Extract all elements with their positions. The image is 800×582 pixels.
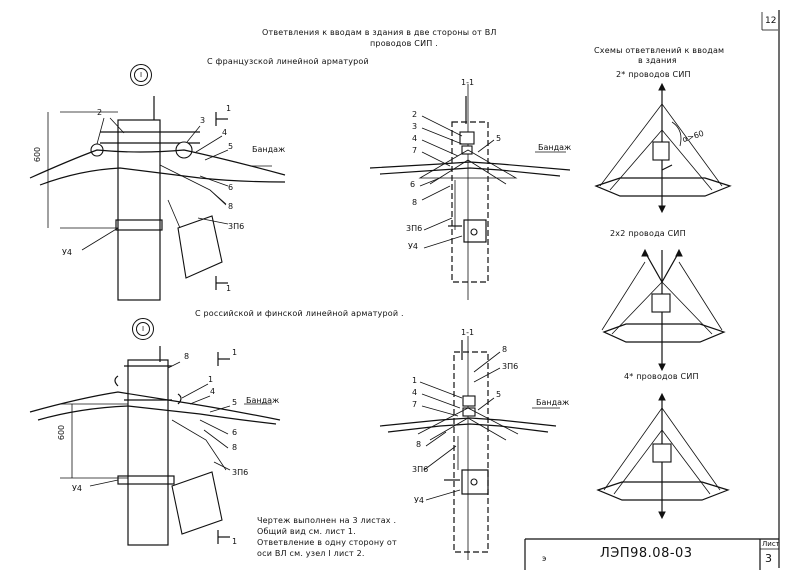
callout-bandage: Бандаж xyxy=(538,143,572,152)
callout-4: 4 xyxy=(412,388,418,397)
callout-8: 8 xyxy=(232,443,238,452)
callout-bandage: Бандаж xyxy=(246,396,280,405)
callout-2: 2 xyxy=(97,108,103,117)
schemes-title-line1: Схемы ответвлений к вводам xyxy=(594,46,725,55)
dimension-600: 600 xyxy=(33,146,43,163)
title-block-mark: э xyxy=(542,554,547,563)
node-marker-label: I xyxy=(134,68,148,82)
section-mark: 1-1 xyxy=(461,328,475,337)
dimension-600: 600 xyxy=(57,424,67,441)
callout-zp6: 3П6 xyxy=(502,362,519,371)
callout-u4: У4 xyxy=(72,484,82,493)
callout-8: 8 xyxy=(412,198,418,207)
section-title-french: С французской линейной арматурой xyxy=(207,57,369,66)
callout-4: 4 xyxy=(222,128,228,137)
callout-5: 5 xyxy=(496,134,502,143)
scheme-label-4-wires: 4* проводов СИП xyxy=(624,372,699,381)
callout-4: 4 xyxy=(210,387,216,396)
section-view-french xyxy=(369,84,571,300)
callout-8: 8 xyxy=(502,345,508,354)
node-marker-bottom: I xyxy=(132,318,154,340)
note-line1: Чертеж выполнен на 3 листах . xyxy=(257,516,397,525)
callout-u4: У4 xyxy=(62,248,72,257)
pole xyxy=(127,359,169,546)
callout-8: 8 xyxy=(184,352,190,361)
callout-bandage: Бандаж xyxy=(536,398,570,407)
callout-5: 5 xyxy=(496,390,502,399)
pole-view-french xyxy=(29,96,286,301)
scheme-2-wires xyxy=(594,82,732,214)
node-marker-label: I xyxy=(136,322,150,336)
sheet-number: 3 xyxy=(765,552,772,565)
callout-zp6: 3П6 xyxy=(406,224,423,233)
callout-6: 6 xyxy=(228,183,234,192)
section-view-russian xyxy=(379,336,560,560)
callout-bandage: Бандаж xyxy=(252,145,286,154)
scheme-label-2-wires: 2* проводов СИП xyxy=(616,70,691,79)
callout-1: 1 xyxy=(208,375,214,384)
node-marker-top: I xyxy=(130,64,152,86)
scheme-4-wires xyxy=(596,392,730,520)
callout-7: 7 xyxy=(412,400,418,409)
sheet-label: Лист xyxy=(762,540,780,548)
callout-2: 2 xyxy=(412,110,418,119)
callout-8: 8 xyxy=(228,202,234,211)
callout-zp6: 3П6 xyxy=(412,465,429,474)
callout-4: 4 xyxy=(412,134,418,143)
cut-mark: 1 xyxy=(232,348,238,357)
drawing-code: ЛЭП98.08-03 xyxy=(600,546,693,561)
callout-zp6: 3П6 xyxy=(228,222,245,231)
callout-7: 7 xyxy=(412,146,418,155)
cut-mark: 1 xyxy=(226,284,232,293)
callout-u4: У4 xyxy=(414,496,424,505)
note-line2: Общий вид см. лист 1. xyxy=(257,527,356,536)
schemes-title-line2: в здания xyxy=(638,56,677,65)
scheme-2x2-wires xyxy=(601,248,726,372)
note-line3: Ответвление в одну сторону от xyxy=(257,538,397,547)
callout-1: 1 xyxy=(412,376,418,385)
section-mark: 1-1 xyxy=(461,78,475,87)
callout-5: 5 xyxy=(228,142,234,151)
scheme-label-2x2-wires: 2х2 провода СИП xyxy=(610,229,686,238)
drawing-title-line2: проводов СИП . xyxy=(370,39,438,48)
callout-6: 6 xyxy=(232,428,238,437)
callout-zp6: 3П6 xyxy=(232,468,249,477)
cut-mark: 1 xyxy=(232,537,238,546)
callout-5: 5 xyxy=(232,398,238,407)
callout-u4: У4 xyxy=(408,242,418,251)
pole xyxy=(117,119,161,301)
callout-3: 3 xyxy=(200,116,206,125)
callout-8: 8 xyxy=(416,440,422,449)
callout-6: 6 xyxy=(410,180,416,189)
pole-view-russian xyxy=(29,346,281,546)
cut-mark: 1 xyxy=(226,104,232,113)
sheet-top-number: 12 xyxy=(765,16,777,26)
note-line4: оси ВЛ см. узел I лист 2. xyxy=(257,549,365,558)
callout-3: 3 xyxy=(412,122,418,131)
drawing-title-line1: Ответвления к вводам в здания в две стор… xyxy=(262,28,497,37)
section-title-russian: С российской и финской линейной арматуро… xyxy=(195,309,404,318)
